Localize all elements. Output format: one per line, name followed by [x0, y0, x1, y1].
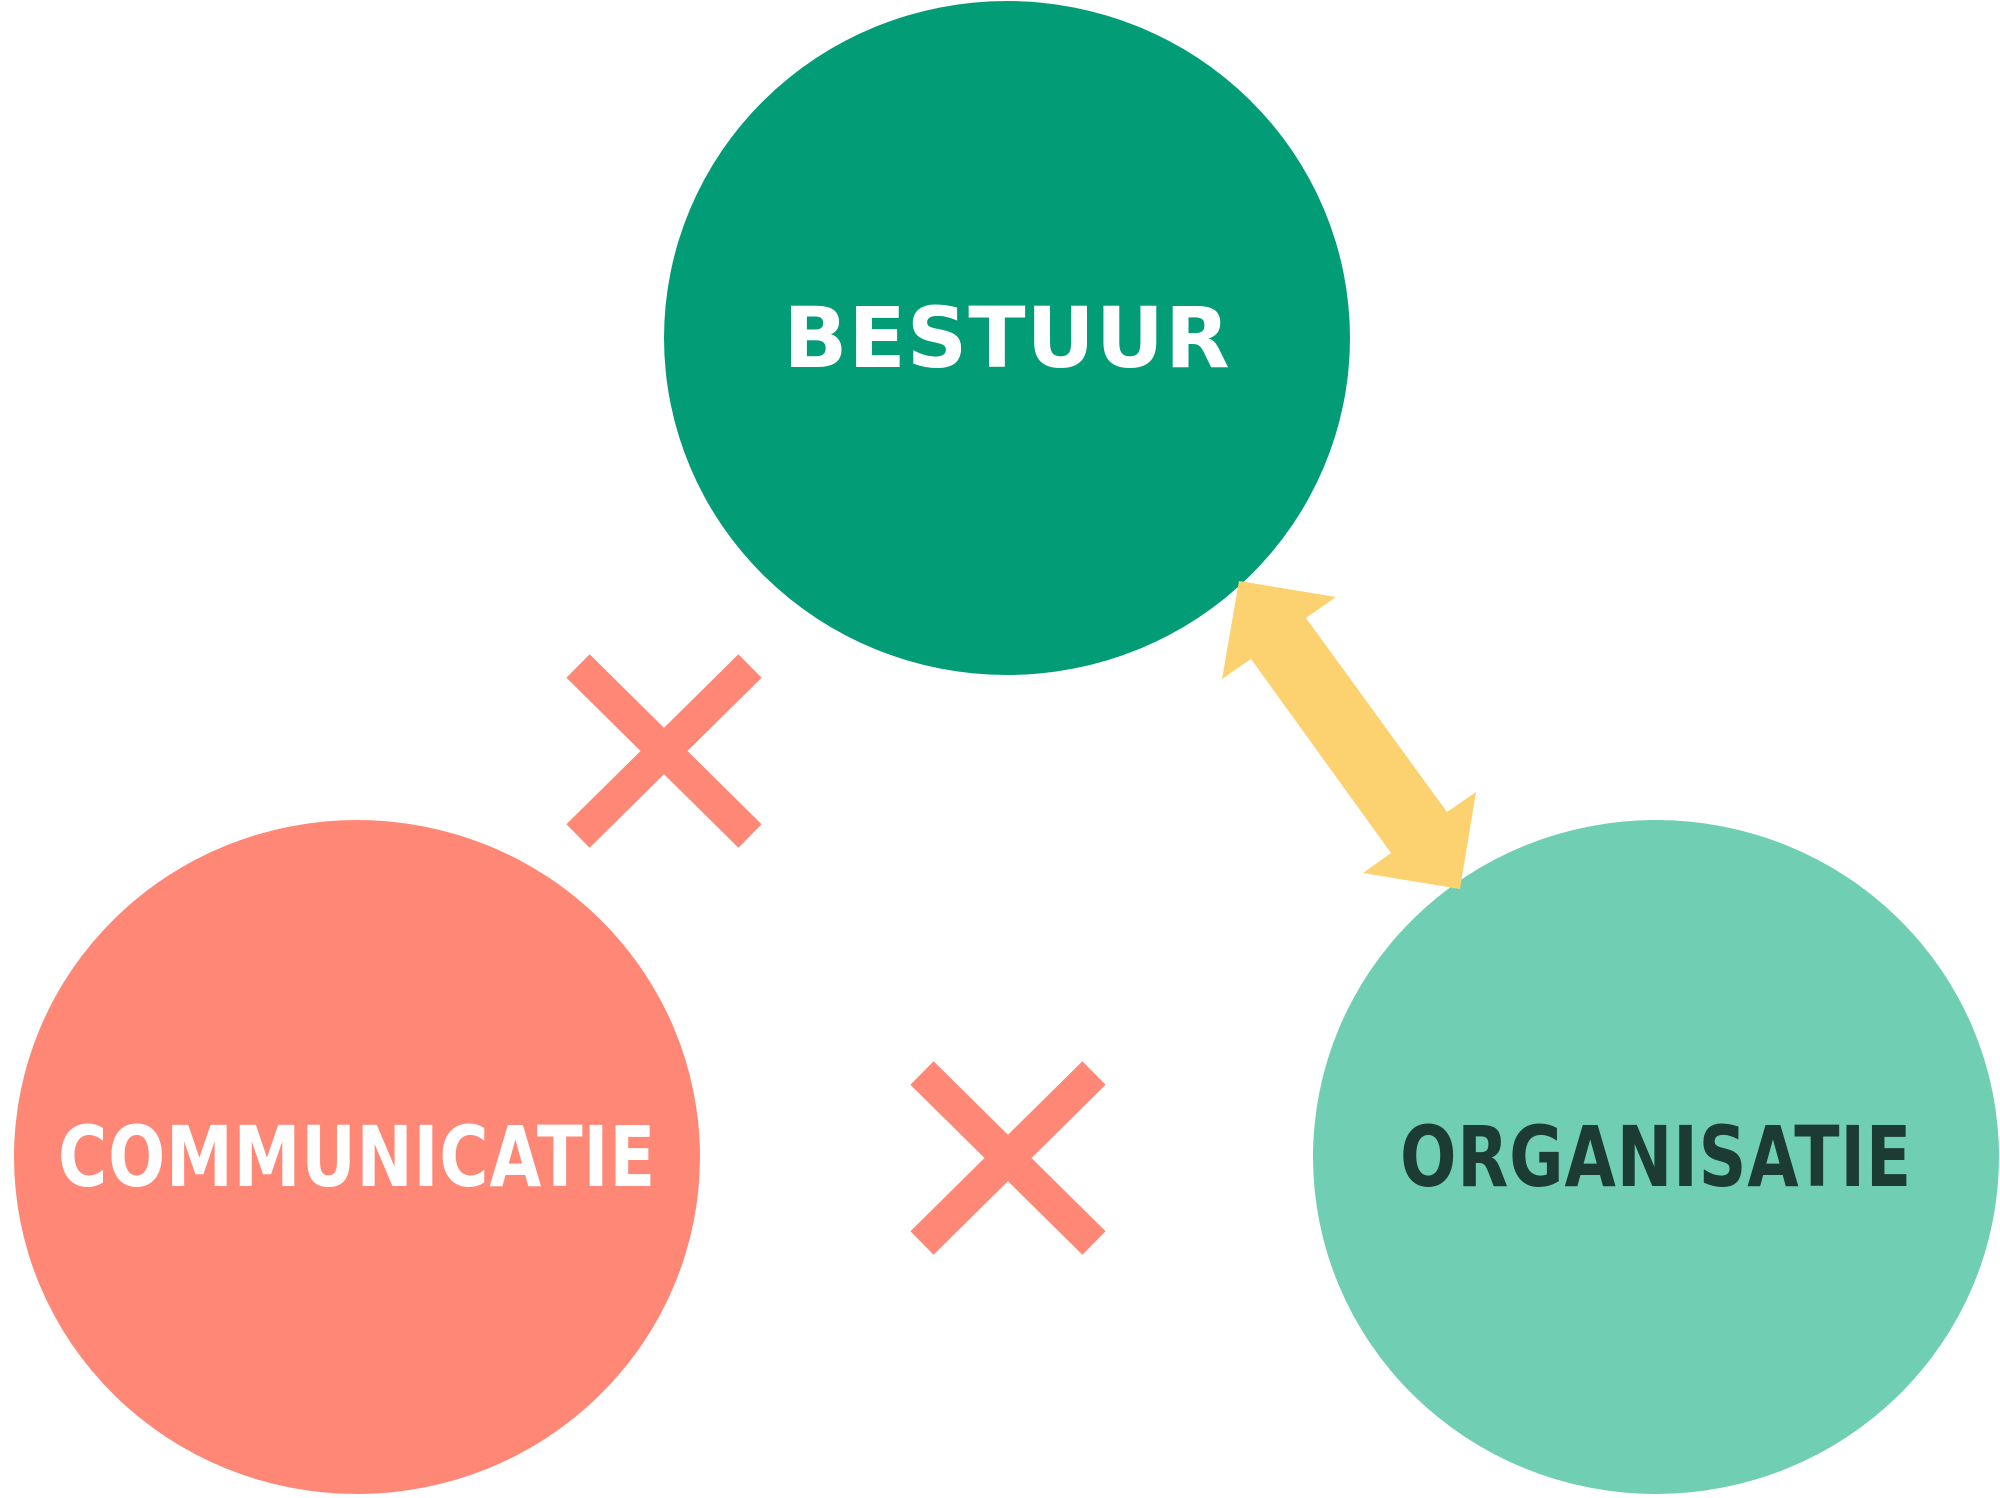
node-communicatie: COMMUNICATIE — [14, 820, 700, 1494]
x-icon — [910, 1061, 1106, 1255]
node-organisatie-circle — [1313, 820, 1999, 1494]
x-icon — [566, 654, 762, 848]
node-organisatie-label: ORGANISATIE — [1400, 1108, 1912, 1206]
node-communicatie-label: COMMUNICATIE — [58, 1108, 656, 1206]
node-bestuur: BESTUUR — [664, 1, 1350, 675]
node-bestuur-label: BESTUUR — [783, 289, 1230, 387]
node-bestuur-circle — [664, 1, 1350, 675]
node-organisatie: ORGANISATIE — [1313, 820, 1999, 1494]
node-communicatie-circle — [14, 820, 700, 1494]
bidirectional-arrow-icon — [1222, 581, 1476, 889]
